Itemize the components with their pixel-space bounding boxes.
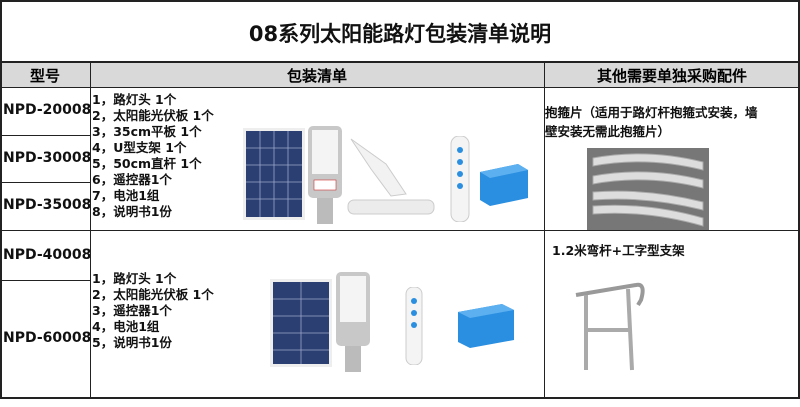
bracket-pole-image <box>347 138 435 215</box>
header-model: 型号 <box>29 67 60 85</box>
hoop-clamp-image <box>587 148 709 230</box>
list-item: 2，太阳能光伏板 1个 <box>92 108 214 123</box>
solar-panel-image <box>243 128 305 220</box>
accessory-line: 抱箍片（适用于路灯杆抱箍式安装，墙 <box>545 105 758 120</box>
col-divider <box>544 62 545 398</box>
accessory-hoop-text: 抱箍片（适用于路灯杆抱箍式安装，墙 壁安装无需此抱箍片） <box>545 103 758 141</box>
list-item: 5，50cm直杆 1个 <box>92 156 202 171</box>
bent-pole-bracket-image <box>575 282 645 371</box>
remote-control-image <box>405 287 423 365</box>
header-divider <box>0 87 800 88</box>
list-item: 1，路灯头 1个 <box>92 271 177 286</box>
row-divider <box>0 280 90 281</box>
battery-image <box>480 164 528 206</box>
street-lamp-head-image <box>308 126 342 224</box>
list-item: 2，太阳能光伏板 1个 <box>92 287 214 302</box>
group-divider <box>0 230 800 231</box>
model-npd-60008: NPD-60008 <box>3 330 92 346</box>
border-right <box>798 0 800 399</box>
header-packing: 包装清单 <box>286 67 347 85</box>
accessory-line: 壁安装无需此抱箍片） <box>545 124 671 139</box>
packing-list-group2: 1，路灯头 1个 2，太阳能光伏板 1个 3，遥控器1个 4，电池1组 5，说明… <box>92 271 214 351</box>
model-npd-30008: NPD-30008 <box>3 150 92 166</box>
header-extra: 其他需要单独采购配件 <box>596 67 747 85</box>
row-divider <box>0 182 90 183</box>
list-item: 8，说明书1份 <box>92 204 172 219</box>
remote-control-image <box>450 136 470 222</box>
model-npd-20008: NPD-20008 <box>3 102 92 118</box>
list-item: 1，路灯头 1个 <box>92 92 177 107</box>
document-title: 08系列太阳能路灯包装清单说明 <box>248 22 552 46</box>
border-top <box>0 0 800 2</box>
model-npd-35008: NPD-35008 <box>3 197 92 213</box>
list-item: 5，说明书1份 <box>92 335 172 350</box>
header-row <box>0 63 800 87</box>
list-item: 3，遥控器1个 <box>92 303 172 318</box>
list-item: 3，35cm平板 1个 <box>92 124 202 139</box>
col-divider <box>90 62 91 398</box>
list-item: 4，U型支架 1个 <box>92 140 187 155</box>
row-divider <box>0 135 90 136</box>
border-bottom <box>0 397 800 399</box>
list-item: 7，电池1组 <box>92 188 160 203</box>
list-item: 6，遥控器1个 <box>92 172 172 187</box>
list-item: 4，电池1组 <box>92 319 160 334</box>
model-npd-40008: NPD-40008 <box>3 247 92 263</box>
border-left <box>0 0 2 399</box>
title-divider <box>0 61 800 63</box>
accessory-pole-text: 1.2米弯杆+工字型支架 <box>552 243 685 258</box>
battery-image <box>458 304 514 348</box>
packing-list-group1: 1，路灯头 1个 2，太阳能光伏板 1个 3，35cm平板 1个 4，U型支架 … <box>92 92 214 220</box>
street-lamp-head-image <box>336 272 370 372</box>
solar-panel-image <box>270 279 332 367</box>
